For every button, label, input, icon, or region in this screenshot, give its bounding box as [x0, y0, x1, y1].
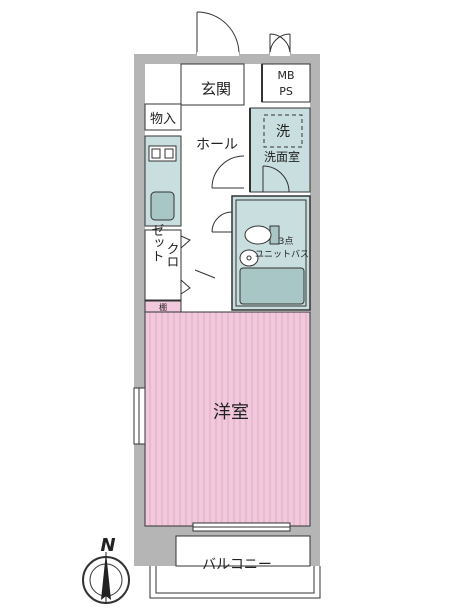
sink-icon	[150, 191, 175, 221]
mbps-label-line2: PS	[279, 85, 293, 98]
balcony-label: バルコニー	[202, 557, 272, 573]
washroom-door	[262, 165, 290, 193]
balcony-area	[175, 535, 311, 567]
bath-label-line1: 3点	[279, 236, 294, 247]
washroom-area	[249, 107, 311, 193]
compass-icon	[82, 552, 130, 604]
senmenshitsu-label: 洗面室	[264, 149, 300, 164]
closet-label-col2: ゼット	[149, 224, 165, 263]
floor-grain	[149, 312, 307, 526]
genkan-label: 玄関	[201, 80, 231, 98]
entrance-door	[196, 11, 240, 56]
closet-doors	[180, 235, 191, 295]
toilet-icon	[244, 225, 280, 245]
youshitsu-area	[145, 312, 310, 526]
hall-door	[211, 155, 245, 189]
mbps-door	[269, 33, 291, 56]
stove-icon	[148, 145, 177, 162]
youshitsu-label: 洋室	[213, 402, 249, 423]
tana-label: 棚	[159, 302, 167, 312]
compass-letter: N	[100, 535, 115, 556]
balcony-railing	[149, 566, 321, 599]
bathtub-icon	[239, 267, 305, 305]
hall-label: ホール	[196, 137, 238, 153]
monoire-label: 物入	[150, 112, 176, 127]
monoire-area	[144, 103, 182, 131]
mbps-label-line1: MB	[277, 69, 294, 82]
youshitsu-door	[194, 269, 216, 279]
closet-label-col1: クロ	[164, 242, 179, 268]
side-window	[133, 387, 146, 445]
bath-door	[211, 211, 233, 233]
genkan-area	[180, 63, 245, 106]
sen-label: 洗	[276, 124, 290, 140]
closet-area	[144, 229, 182, 301]
balcony-sash	[192, 522, 291, 532]
bath-label-line2: ユニットバス	[255, 249, 309, 260]
basin-icon	[239, 249, 259, 267]
